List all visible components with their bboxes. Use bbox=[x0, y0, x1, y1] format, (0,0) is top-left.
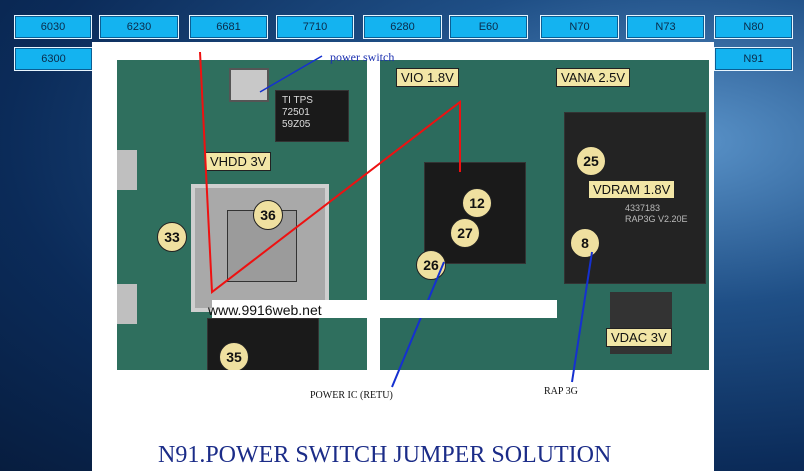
nav-button-n73[interactable]: N73 bbox=[626, 15, 705, 39]
label-vdram: VDRAM 1.8V bbox=[588, 180, 676, 199]
pcb-photo-right: 4337183 RAP3G V2.20E VIO 1.8V VANA 2.5V … bbox=[380, 60, 709, 370]
nav-button-n80[interactable]: N80 bbox=[714, 15, 793, 39]
ti-tps-chip: TI TPS 72501 59Z05 bbox=[275, 90, 349, 142]
crystal-component bbox=[227, 210, 297, 282]
marker-25: 25 bbox=[576, 146, 606, 176]
nav-button-6681[interactable]: 6681 bbox=[189, 15, 268, 39]
power-switch-label: power switch bbox=[330, 50, 395, 64]
nav-button-7710[interactable]: 7710 bbox=[276, 15, 354, 39]
marker-26: 26 bbox=[416, 250, 446, 280]
nav-button-6230[interactable]: 6230 bbox=[99, 15, 179, 39]
rap-3g-label: RAP 3G bbox=[544, 386, 578, 397]
ti-chip-text: TI TPS 72501 59Z05 bbox=[282, 95, 313, 130]
marker-12: 12 bbox=[462, 188, 492, 218]
side-key-lower bbox=[117, 284, 137, 324]
marker-27: 27 bbox=[450, 218, 480, 248]
marker-33: 33 bbox=[157, 222, 187, 252]
power-switch-component bbox=[229, 68, 269, 102]
nav-button-6030[interactable]: 6030 bbox=[14, 15, 92, 39]
rap-pointer bbox=[571, 251, 593, 383]
marker-8: 8 bbox=[570, 228, 600, 258]
rap-chip-text: 4337183 RAP3G V2.20E bbox=[625, 203, 688, 224]
page-title: N91.POWER SWITCH JUMPER SOLUTION bbox=[158, 442, 612, 468]
annotation-overlay bbox=[199, 51, 593, 388]
power-ic-label: POWER IC (RETU) bbox=[310, 390, 393, 401]
label-vdac: VDAC 3V bbox=[606, 328, 672, 347]
nav-button-n91[interactable]: N91 bbox=[714, 47, 793, 71]
side-key-upper bbox=[117, 150, 137, 190]
nav-button-6280[interactable]: 6280 bbox=[363, 15, 442, 39]
content-panel: TI TPS 72501 59Z05 VHDD 3V 36 33 35 4337… bbox=[92, 42, 714, 471]
label-vana: VANA 2.5V bbox=[556, 68, 631, 87]
marker-36: 36 bbox=[253, 200, 283, 230]
jumper-wire-red bbox=[199, 51, 461, 294]
marker-35: 35 bbox=[219, 342, 249, 370]
nav-button-n70[interactable]: N70 bbox=[540, 15, 619, 39]
power-ic-pointer bbox=[391, 261, 445, 388]
label-vio: VIO 1.8V bbox=[396, 68, 459, 87]
watermark-text: www.9916web.net bbox=[208, 302, 322, 318]
power-switch-pointer bbox=[259, 55, 323, 93]
nav-button-e60[interactable]: E60 bbox=[449, 15, 528, 39]
watermark-bar bbox=[212, 300, 557, 318]
label-vhdd: VHDD 3V bbox=[205, 152, 272, 171]
nav-button-6300[interactable]: 6300 bbox=[14, 47, 93, 71]
